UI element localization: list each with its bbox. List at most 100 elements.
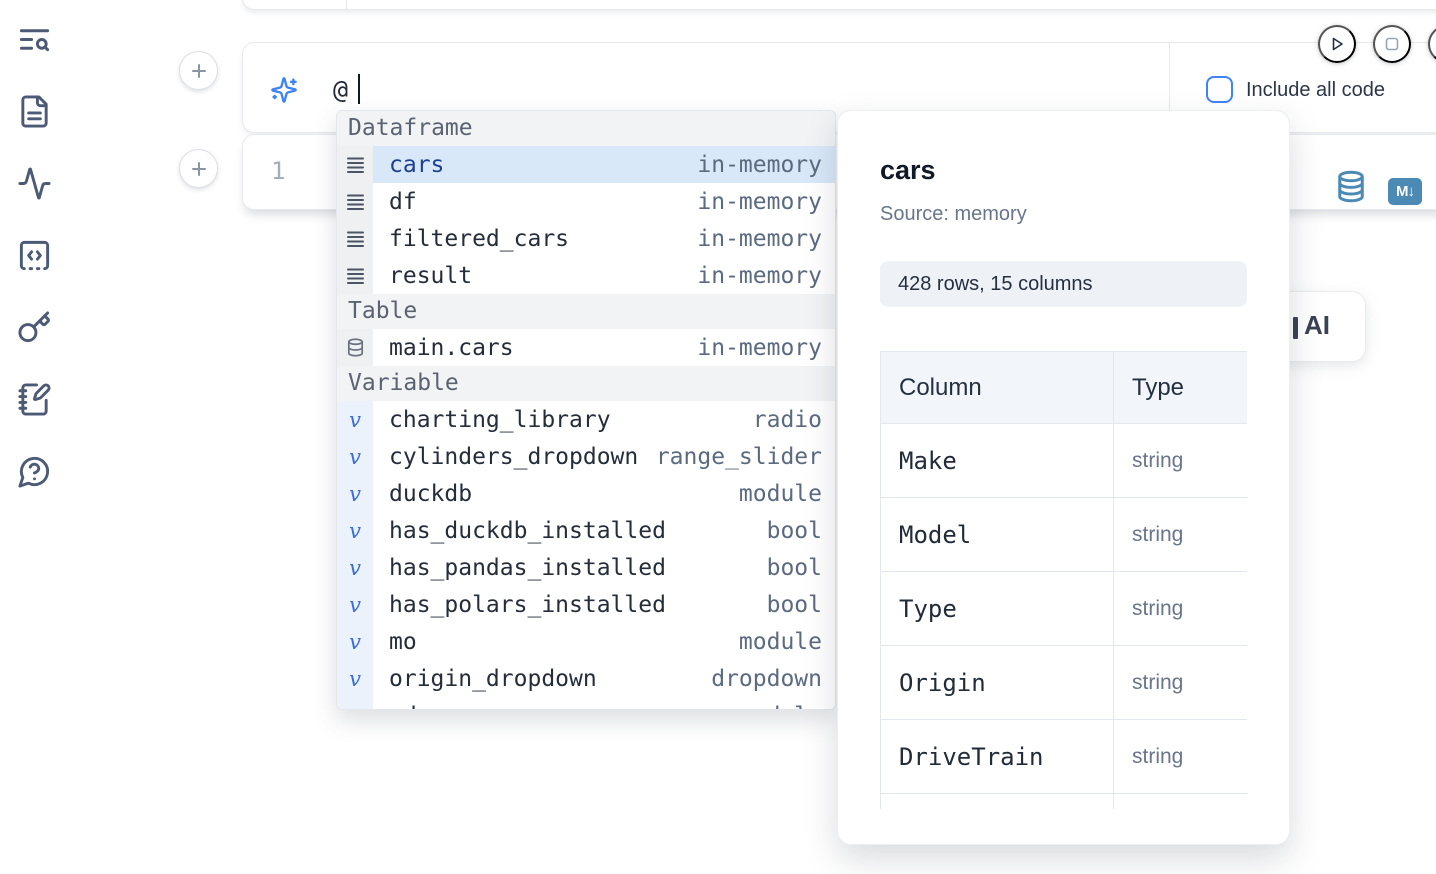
markdown-icon[interactable]: M↓ [1388, 177, 1422, 205]
completion-item[interactable]: v origin_dropdown dropdown [337, 660, 835, 697]
completion-item-type: in-memory [697, 151, 822, 178]
completion-item[interactable]: filtered_cars in-memory [337, 220, 835, 257]
completion-item[interactable]: cars in-memory [337, 146, 835, 183]
add-cell-button-bottom[interactable] [179, 149, 218, 188]
completion-item-name: result [389, 262, 473, 289]
prompt-input[interactable]: @ [333, 75, 349, 104]
include-all-code-checkbox[interactable] [1206, 76, 1233, 103]
key-icon[interactable] [17, 310, 52, 345]
completion-item-gutter: v [337, 438, 373, 475]
schema-column-type: string [1113, 645, 1247, 720]
schema-column-type: string [1113, 423, 1247, 498]
completion-item-gutter: v [337, 586, 373, 623]
completion-item-name: cars [389, 151, 445, 178]
variable-icon: v [349, 407, 361, 432]
completion-section-header: Table [337, 294, 835, 329]
shape-badge: 428 rows, 15 columns [880, 261, 1247, 307]
completion-item-type: in-memory [697, 188, 822, 215]
variable-icon: v [349, 629, 361, 654]
completion-item-type: bool [766, 554, 822, 581]
code-snippet-icon[interactable] [17, 238, 52, 273]
completion-item-gutter: v [337, 475, 373, 512]
schema-column-type: string [1113, 719, 1247, 794]
variable-icon: v [349, 444, 361, 469]
completion-item-gutter [337, 329, 373, 366]
add-cell-button-top[interactable] [179, 51, 218, 90]
stop-cell-button[interactable] [1373, 25, 1411, 63]
type-header: Type [1113, 351, 1247, 424]
schema-column-type: string [1113, 497, 1247, 572]
column-header: Column [880, 351, 1114, 424]
completion-item[interactable]: result in-memory [337, 257, 835, 294]
sql-database-icon[interactable] [1336, 169, 1366, 209]
completion-item-type: in-memory [697, 262, 822, 289]
completion-item-gutter: v [337, 512, 373, 549]
schema-column-name: Model [880, 497, 1114, 572]
ai-button-label: AI [1304, 310, 1330, 340]
schema-header-row: Column Type [880, 351, 1247, 424]
completion-section-header: Variable [337, 366, 835, 401]
schema-column-name: DriveTrain [880, 719, 1114, 794]
completion-item-name: cylinders_dropdown [389, 443, 639, 470]
completion-item[interactable]: main.cars in-memory [337, 329, 835, 366]
completion-item-gutter: v [337, 697, 373, 709]
cell-divider [346, 0, 347, 10]
completion-item-gutter: v [337, 623, 373, 660]
activity-icon[interactable] [17, 166, 52, 201]
completion-item-type: in-memory [697, 225, 822, 252]
dataframe-icon [346, 157, 364, 173]
completion-section-header: Dataframe [337, 111, 835, 146]
preview-title: cars [880, 155, 936, 185]
completion-item-gutter: v [337, 660, 373, 697]
variable-icon: v [349, 666, 361, 691]
activity-sidebar [17, 22, 52, 489]
cell-language-toolbar: M↓ [1336, 169, 1422, 209]
line-number: 1 [271, 157, 286, 185]
dataframe-preview-panel: cars Source: memory 428 rows, 15 columns… [837, 110, 1290, 845]
completion-item-name: main.cars [389, 334, 514, 361]
completion-item-name: pd [389, 703, 417, 710]
schema-column-name: Make [880, 423, 1114, 498]
preview-source: Source: memory [880, 203, 1027, 225]
variable-icon: v [349, 481, 361, 506]
completion-item[interactable]: vpdmodule [337, 697, 835, 710]
completion-item-type: in-memory [697, 334, 822, 361]
text-caret [358, 74, 360, 104]
dataframe-icon [346, 231, 364, 247]
sparkles-icon [270, 76, 298, 104]
run-cell-button[interactable] [1318, 25, 1356, 63]
completion-item-name: has_duckdb_installed [389, 517, 666, 544]
dataframe-icon [346, 268, 364, 284]
table-database-icon [347, 338, 363, 357]
help-chat-icon[interactable] [17, 454, 52, 489]
file-text-icon[interactable] [17, 94, 52, 129]
text-search-icon[interactable] [17, 22, 52, 57]
notebook-pen-icon[interactable] [17, 382, 52, 417]
completion-item-name: origin_dropdown [389, 665, 597, 692]
completion-item-name: duckdb [389, 480, 473, 507]
completion-item[interactable]: v charting_library radio [337, 401, 835, 438]
completion-item-name: filtered_cars [389, 225, 570, 252]
schema-column-type: string [1113, 571, 1247, 646]
clipped-letter [1293, 317, 1298, 339]
completion-item-gutter [337, 146, 373, 183]
completion-item-name: charting_library [389, 406, 611, 433]
completion-item-type: dropdown [711, 665, 822, 692]
completion-item-type: radio [752, 406, 822, 433]
schema-row-clipped [880, 793, 1247, 809]
